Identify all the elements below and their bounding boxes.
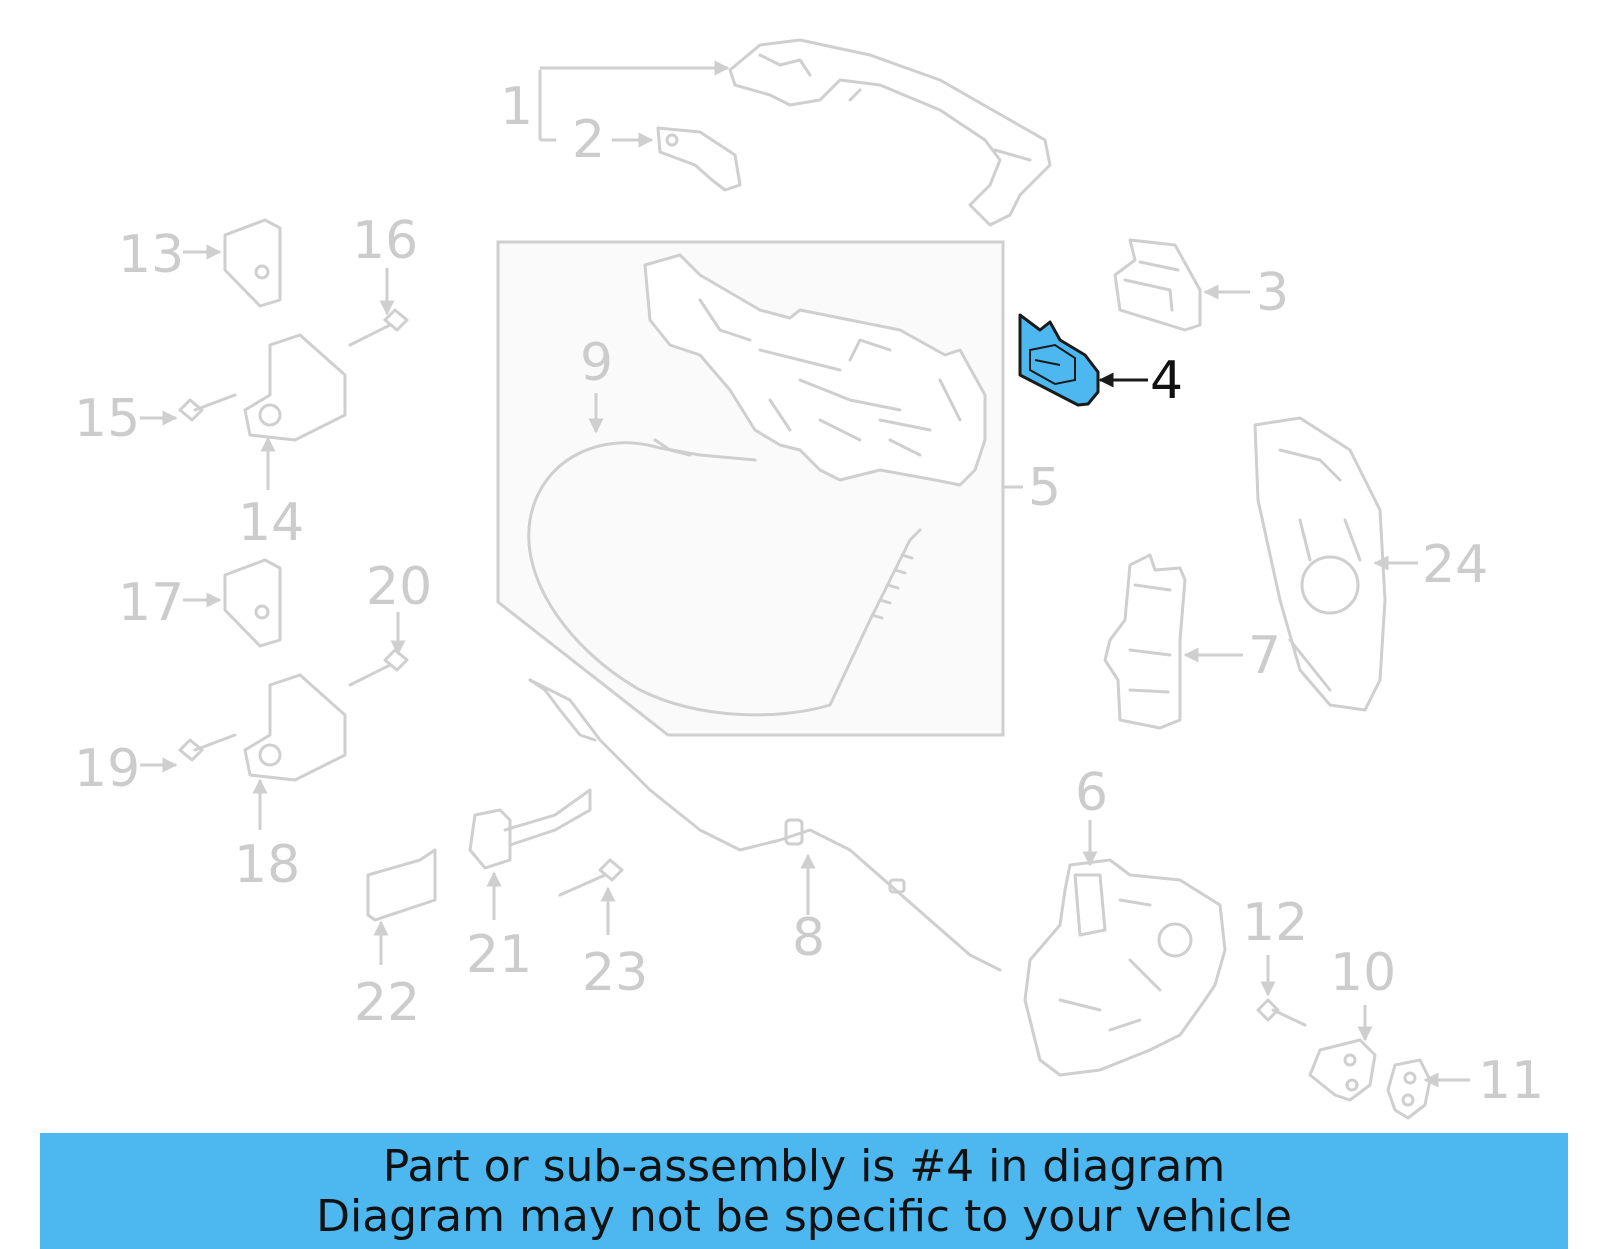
part-7-bracket: [1103, 553, 1187, 730]
callout-9: 9: [580, 333, 613, 393]
part-17-hinge-part: [223, 558, 282, 648]
part-2-handle-bracket: [656, 126, 742, 192]
callout-16: 16: [352, 211, 418, 271]
part-24-door-module: [1253, 416, 1387, 712]
part-8-cable: [528, 678, 1002, 972]
part-5-latch-assembly-box: [496, 240, 1005, 737]
callout-7: 7: [1248, 626, 1281, 686]
callout-18: 18: [234, 835, 300, 895]
part-13-hinge-part: [223, 218, 282, 308]
part-15-bolt: [178, 393, 237, 422]
part-23-bolt: [558, 858, 624, 897]
callout-17: 17: [118, 573, 184, 633]
callout-19: 19: [74, 739, 140, 799]
callout-24: 24: [1422, 535, 1488, 595]
callout-13: 13: [118, 225, 184, 285]
part-11-gasket: [1386, 1058, 1432, 1120]
banner-disclaimer: Diagram may not be specific to your vehi…: [316, 1191, 1292, 1242]
callout-3: 3: [1256, 263, 1289, 323]
info-banner: Part or sub-assembly is #4 in diagram Di…: [40, 1133, 1568, 1249]
callout-14: 14: [238, 493, 304, 553]
banner-part-note: Part or sub-assembly is #4 in diagram: [382, 1141, 1226, 1192]
callout-8: 8: [792, 908, 825, 968]
part-18-hinge: [243, 673, 347, 782]
callout-numbers: 1 2 3 4 5 6 7 8 9 10 11 12 13 14 15 16 1…: [74, 77, 1544, 1111]
callout-4: 4: [1150, 351, 1183, 411]
callout-10: 10: [1330, 943, 1396, 1003]
callout-22: 22: [354, 973, 420, 1033]
part-10-plate: [1308, 1038, 1377, 1102]
part-16-bolt: [348, 308, 409, 347]
callout-2: 2: [572, 110, 605, 170]
part-20-bolt: [348, 648, 409, 687]
callout-20: 20: [366, 557, 432, 617]
part-1-door-handle: [728, 38, 1052, 227]
callout-15: 15: [74, 389, 140, 449]
callout-1: 1: [500, 77, 533, 137]
callout-6: 6: [1075, 763, 1108, 823]
part-14-hinge: [243, 333, 347, 442]
callout-21: 21: [466, 925, 532, 985]
callout-23: 23: [582, 943, 648, 1003]
part-22-pad: [366, 848, 437, 922]
callout-11: 11: [1478, 1051, 1544, 1111]
part-3-handle-cap: [1113, 238, 1202, 332]
part-19-bolt: [178, 733, 237, 762]
part-12-screw: [1256, 998, 1307, 1027]
callout-5: 5: [1028, 458, 1061, 518]
part-21-check-strap: [468, 788, 592, 870]
part-6-latch: [1023, 858, 1227, 1077]
leader-lines: [140, 60, 1470, 1088]
callout-12: 12: [1242, 893, 1308, 953]
part-4-cover-highlighted: [1018, 313, 1100, 407]
